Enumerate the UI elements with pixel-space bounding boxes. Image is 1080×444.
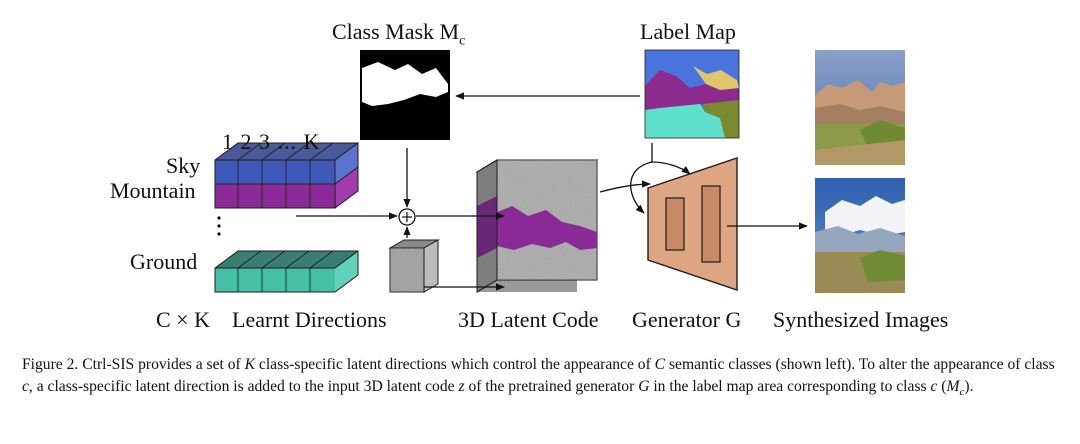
sum-operator	[398, 208, 416, 226]
figure-caption: Figure 2. Ctrl-SIS provides a set of K c…	[22, 356, 1055, 399]
latent-cube-small	[388, 239, 440, 293]
synthesized-label: Synthesized Images	[773, 307, 949, 332]
arrow-latent-to-generator	[599, 180, 651, 193]
direction-blocks-ground	[214, 250, 359, 293]
synthesized-image-2	[815, 178, 905, 293]
arrows	[296, 92, 808, 291]
arrow-labelmap-to-generator	[651, 143, 691, 175]
arrow-labelmap-to-generator-b	[630, 161, 653, 214]
direction-blocks-sky	[215, 142, 358, 184]
label-map-image	[644, 49, 740, 139]
latent-code-cube	[475, 159, 599, 293]
latent-code-label: 3D Latent Code	[458, 307, 599, 332]
learnt-directions-label: Learnt Directions	[232, 307, 387, 332]
sky-label: Sky	[166, 153, 201, 178]
figure-diagram	[214, 49, 905, 293]
ck-label: C × K	[156, 307, 210, 332]
generator-label: Generator G	[632, 307, 742, 332]
direction-blocks-mountain	[214, 142, 359, 209]
ground-label: Ground	[130, 249, 198, 274]
label-map-title: Label Map	[640, 19, 736, 44]
direction-index-header: 1 2 3 ... K	[222, 129, 321, 154]
class-mask-title: Class Mask Mc	[332, 19, 466, 49]
class-mask-image	[360, 50, 450, 140]
mountain-label: Mountain	[110, 178, 196, 203]
generator-shape	[647, 157, 738, 291]
ellipsis-dots	[217, 216, 221, 236]
synthesized-image-1	[815, 50, 905, 165]
